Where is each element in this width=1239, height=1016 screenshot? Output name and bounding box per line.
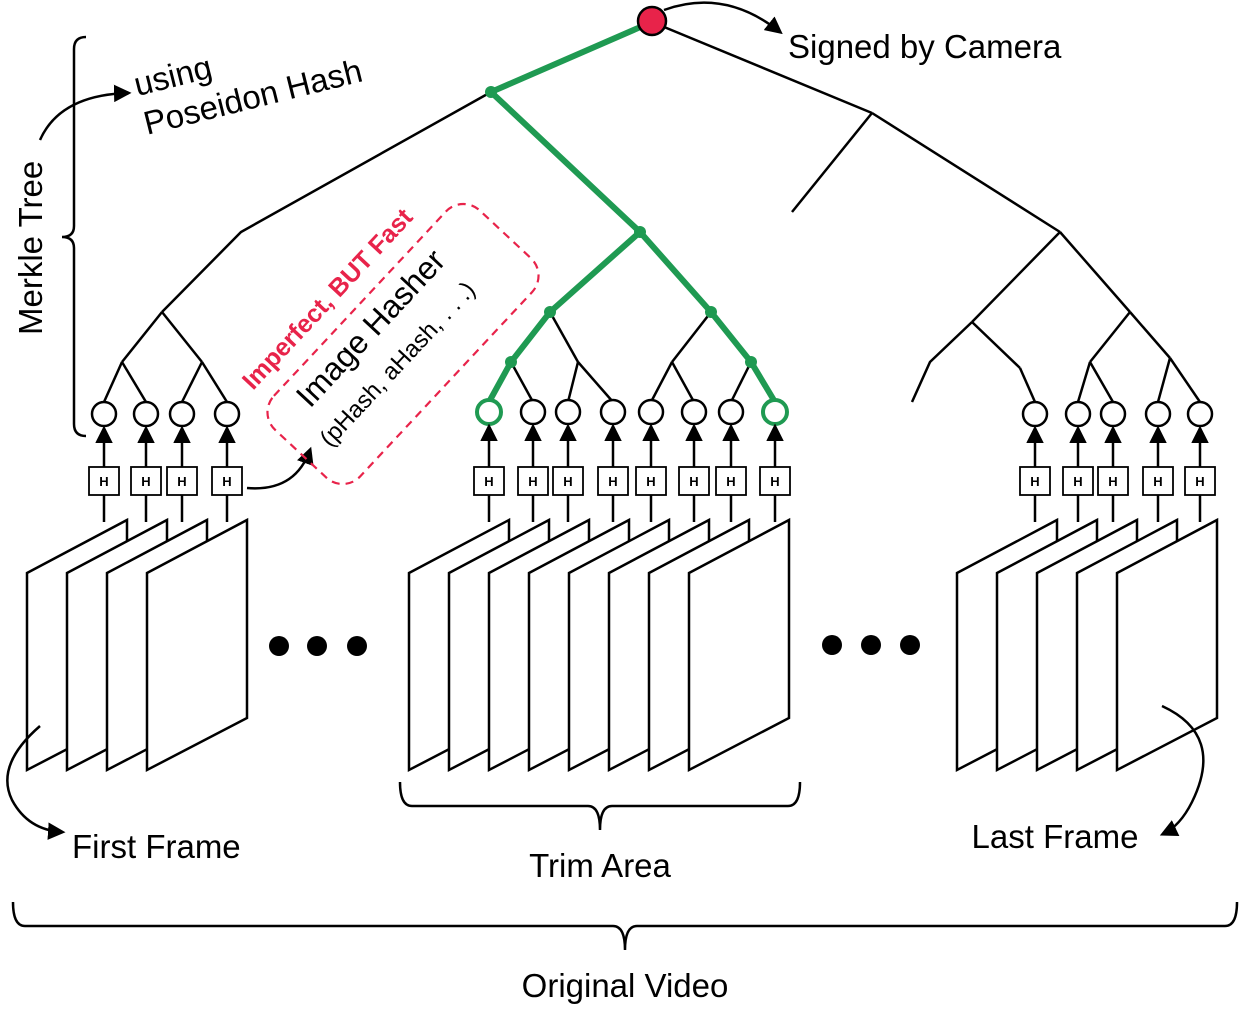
signed-curved-arrow-icon [663,1,783,35]
trim-area-brace-icon [398,781,802,831]
image-hasher-box [266,202,540,486]
merkle-tree-label: Merkle Tree [12,161,49,335]
hash-box-label: H [726,474,735,489]
hash-box-label: H [177,474,186,489]
hash-box [1184,466,1216,496]
hash-box-label: H [646,474,655,489]
frame-stack-last [955,517,1219,773]
hasher-curved-arrow-icon [246,446,314,490]
leaf-nodes [90,398,1214,428]
hash-box [88,466,120,496]
frame-stack-first [25,517,249,773]
hash-box-label: H [1030,474,1039,489]
hash-box [635,466,667,496]
hash-box-label: H [770,474,779,489]
root-node [636,5,668,37]
last-frame-label: Last Frame [972,818,1139,855]
last-frame-curved-arrow-icon [1159,704,1205,836]
hash-box-label: H [99,474,108,489]
hash-box [759,466,791,496]
frame-stack-trim [407,517,791,773]
trim-area-label: Trim Area [529,847,671,884]
hash-box-label: H [1073,474,1082,489]
hash-box [1019,466,1051,496]
merkle-tree-lines [102,20,1202,403]
hash-box [166,466,198,496]
hash-box-label: H [689,474,698,489]
hash-box-label: H [563,474,572,489]
hash-box [211,466,243,496]
hash-box-label: H [484,474,493,489]
ellipsis-icon [269,636,367,656]
merkle-tree-brace-icon [61,35,87,438]
hash-box-label: H [1108,474,1117,489]
original-video-label: Original Video [522,967,729,1004]
proof-path [485,19,778,405]
ellipsis-icon [822,635,920,655]
poseidon-curved-arrow-icon [38,84,132,141]
hash-box-label: H [1195,474,1204,489]
hash-box [1142,466,1174,496]
signed-by-camera-label: Signed by Camera [788,28,1062,65]
hash-box [552,466,584,496]
hash-box [473,466,505,496]
hash-box [715,466,747,496]
first-frame-label: First Frame [72,828,241,865]
hash-box-label: H [528,474,537,489]
hash-box-label: H [608,474,617,489]
hash-box-label: H [141,474,150,489]
hash-box-label: H [1153,474,1162,489]
original-video-brace-icon [11,901,1239,951]
hash-box [597,466,629,496]
hash-box [130,466,162,496]
first-frame-curved-arrow-icon [6,725,66,840]
hash-box [1062,466,1094,496]
hash-box-label: H [222,474,231,489]
